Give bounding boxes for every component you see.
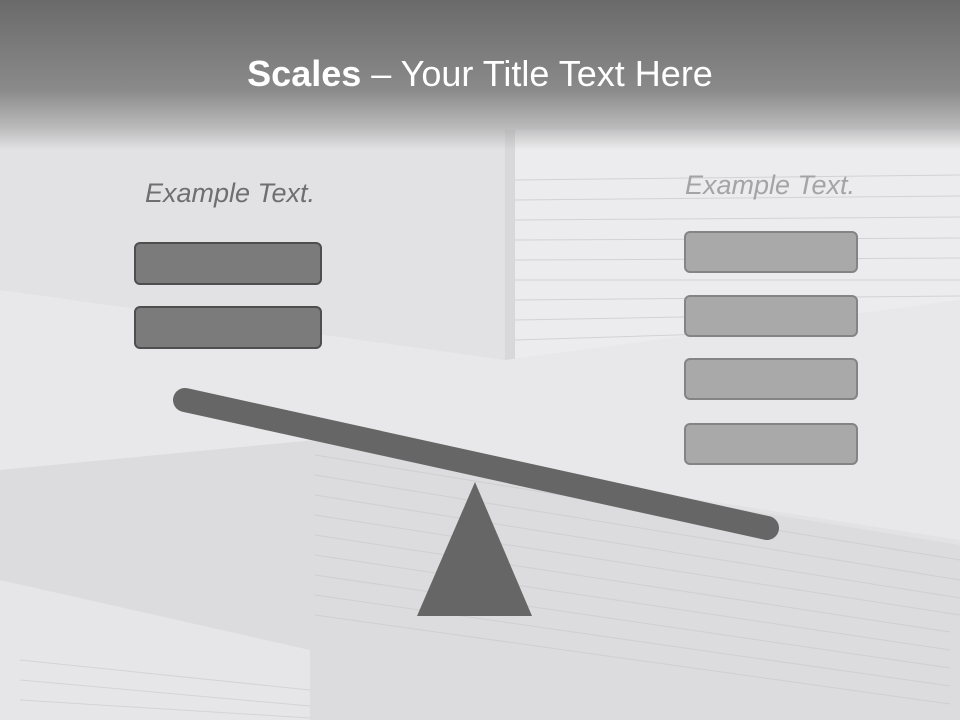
- seesaw-beam: [173, 388, 779, 540]
- slide-title: Scales – Your Title Text Here: [0, 50, 960, 98]
- left-box-2[interactable]: [134, 306, 322, 349]
- left-box-1[interactable]: [134, 242, 322, 285]
- right-box-4[interactable]: [684, 423, 858, 465]
- title-band: [0, 0, 960, 150]
- fulcrum-triangle: [417, 482, 532, 616]
- right-box-2[interactable]: [684, 295, 858, 337]
- title-bold: Scales: [247, 53, 362, 94]
- right-box-3[interactable]: [684, 358, 858, 400]
- left-example-text: Example Text.: [144, 178, 316, 208]
- right-box-1[interactable]: [684, 231, 858, 273]
- right-example-text: Example Text.: [684, 170, 856, 200]
- title-rest: – Your Title Text Here: [361, 53, 713, 94]
